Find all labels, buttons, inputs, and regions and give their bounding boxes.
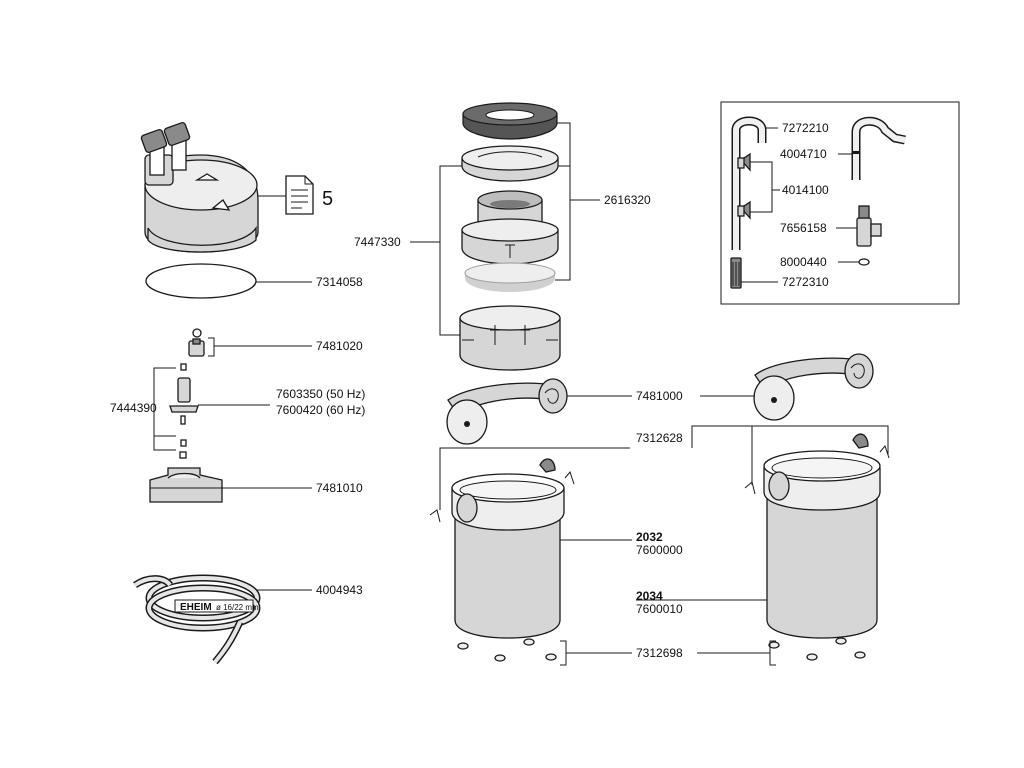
label-outlet-tube: 4004710 — [780, 147, 827, 161]
inner-basket — [461, 190, 559, 265]
accessories-inset-box — [720, 101, 960, 305]
label-strainer: 7272310 — [782, 275, 829, 289]
foam-ring-black — [462, 102, 558, 140]
filter-pad-white — [464, 262, 556, 292]
pump-head — [140, 121, 259, 253]
suction-cups-part — [737, 152, 751, 220]
label-tap: 7656158 — [780, 221, 827, 235]
manual-reference: 5 — [322, 188, 333, 210]
label-suction-cups: 4014100 — [782, 183, 829, 197]
label-impeller-60hz: 7600420 (60 Hz) — [276, 403, 365, 417]
label-inlet-tube: 7272210 — [782, 121, 829, 135]
head-gasket-ring — [145, 263, 257, 299]
hose-marking-text: ø 16/22 mm — [216, 603, 259, 612]
label-latch-clips: 7312628 — [636, 431, 683, 445]
label-feet: 7312698 — [636, 646, 683, 660]
label-filter-pads: 2616320 — [604, 193, 651, 207]
label-model-2032: 2032 — [636, 530, 663, 544]
canister-2034 — [744, 433, 890, 639]
label-o-ring: 8000440 — [780, 255, 827, 269]
outlet-tube-part — [851, 116, 906, 180]
hose-coil-part: EHEIM ø 16/22 mm — [133, 574, 261, 665]
feet-2034 — [768, 637, 866, 661]
clip-right — [753, 353, 874, 421]
label-basket-set: 7447330 — [354, 235, 401, 249]
o-ring-part — [858, 258, 870, 266]
label-model-2032-code: 7600000 — [636, 543, 683, 557]
impeller-part — [169, 363, 199, 459]
label-head-gasket: 7314058 — [316, 275, 363, 289]
impeller-holder-part — [149, 467, 223, 503]
label-impeller-group: 7444390 — [110, 401, 157, 415]
small-valve-part — [188, 328, 205, 357]
hose-brand-text: EHEIM — [180, 602, 212, 613]
label-model-2034-code: 7600010 — [636, 602, 683, 616]
inlet-tube-part — [730, 116, 767, 289]
lower-basket — [459, 305, 561, 371]
tap-part — [856, 205, 882, 247]
label-model-2034: 2034 — [636, 589, 663, 603]
label-impeller-holder: 7481010 — [316, 481, 363, 495]
label-clips: 7481000 — [636, 389, 683, 403]
label-impeller-50hz: 7603350 (50 Hz) — [276, 387, 365, 401]
label-hose: 4004943 — [316, 583, 363, 597]
feet-2032 — [457, 638, 557, 662]
canister-2032 — [429, 458, 575, 639]
thin-ring — [461, 145, 559, 182]
label-small-valve: 7481020 — [316, 339, 363, 353]
manual-document-icon — [285, 175, 314, 215]
clip-left — [446, 378, 568, 445]
